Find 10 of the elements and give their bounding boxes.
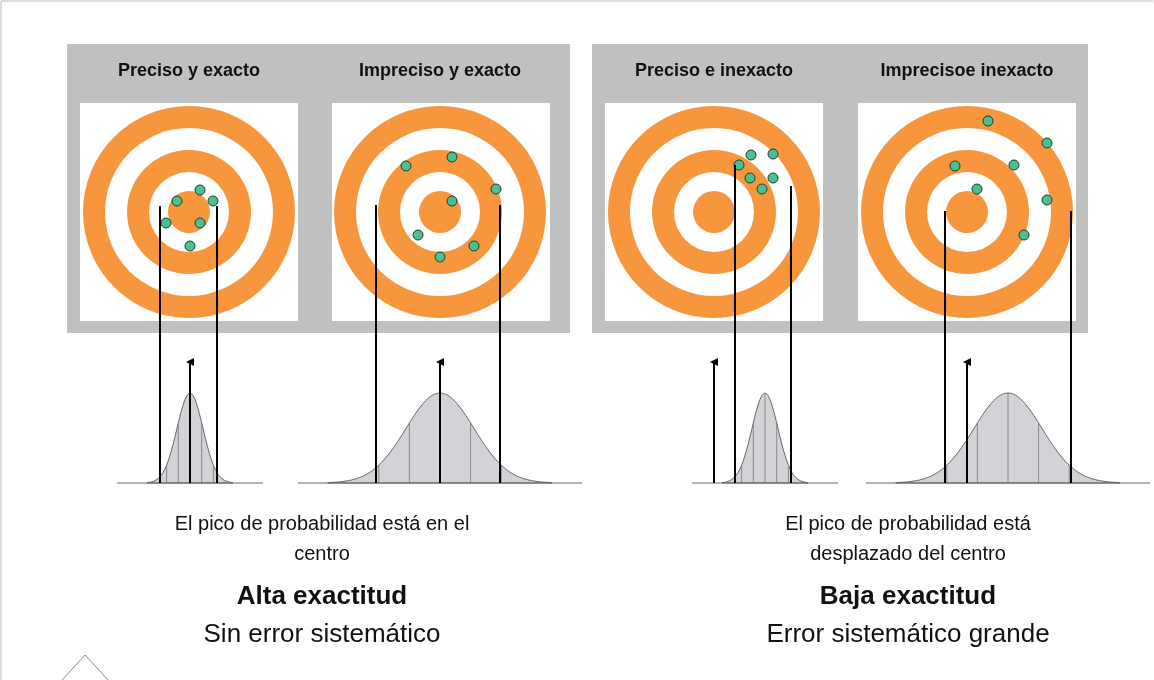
panel-title: Impreciso y exacto	[357, 60, 523, 81]
panel-title: Preciso y exacto	[116, 60, 262, 81]
error-text: Sin error sistemático	[202, 618, 442, 649]
panel-title: Imprecisoe inexacto	[879, 60, 1055, 81]
panel-title: Preciso e inexacto	[633, 60, 795, 81]
accuracy-heading: Baja exactitud	[818, 580, 998, 611]
accuracy-heading: Alta exactitud	[235, 580, 409, 611]
error-text: Error sistemático grande	[765, 618, 1051, 649]
caption-text: El pico de probabilidad está desplazado del centro	[784, 511, 1032, 566]
caption-text: El pico de probabilidad está en el centro	[173, 511, 471, 566]
